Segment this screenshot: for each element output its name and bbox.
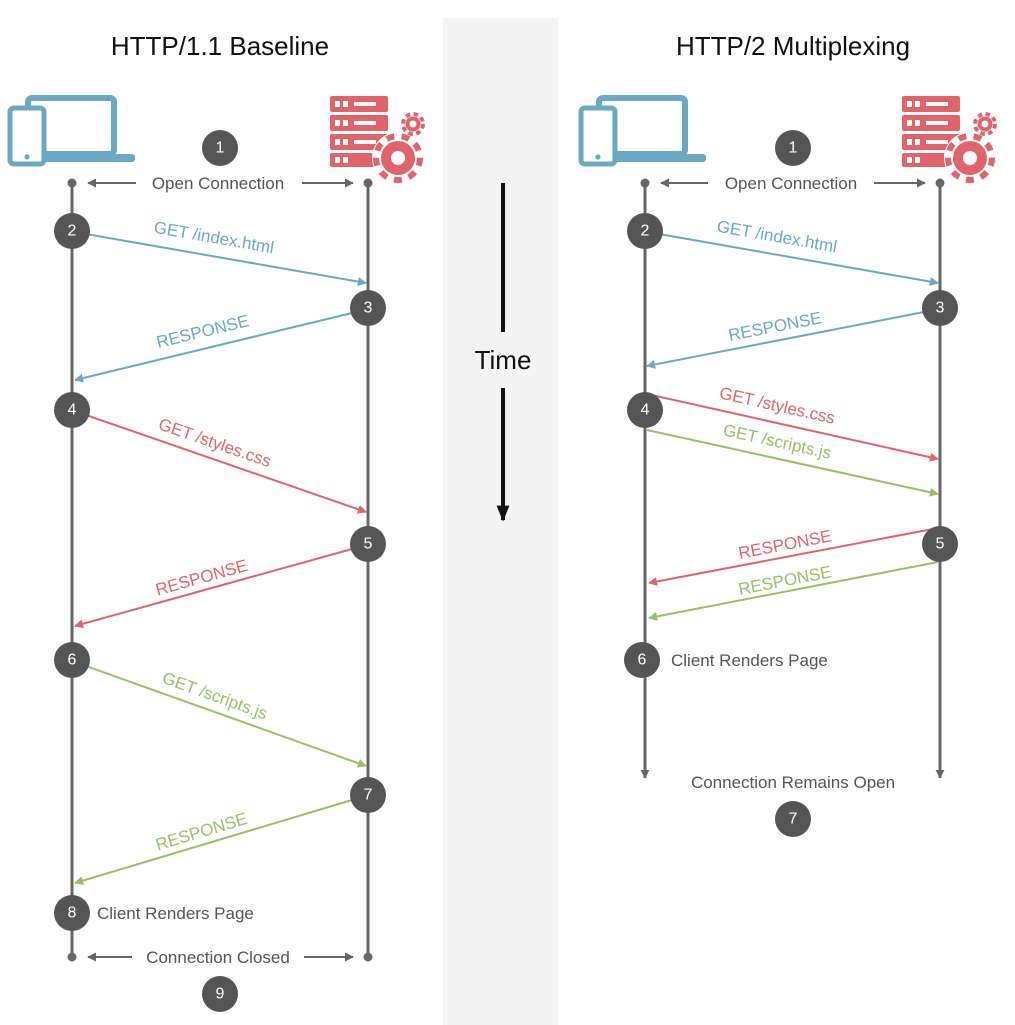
svg-text:6: 6 [68,652,77,669]
step-marker: 8 [54,895,90,931]
lifeline-dot [67,952,77,962]
server-gear-icon [902,96,997,184]
step-marker: 4 [627,392,663,428]
response-arrow [646,311,925,369]
client-renders-label: Client Renders Page [97,904,254,923]
step-marker: 2 [54,213,90,249]
http11-title: HTTP/1.1 Baseline [111,31,329,61]
response-arrow [74,548,353,629]
get-index-label: GET /index.html [715,217,838,257]
lifeline-dot [363,952,373,962]
response-label: RESPONSE [155,311,251,352]
svg-text:2: 2 [641,223,650,240]
response-label: RESPONSE [737,562,833,599]
request-arrow [85,665,367,768]
step-marker: 3 [350,290,386,326]
get-styles-label: GET /styles.css [718,384,837,428]
svg-text:4: 4 [641,402,650,419]
step-marker: 2 [627,213,663,249]
request-arrow [658,233,939,287]
get-scripts-label: GET /scripts.js [721,421,833,463]
time-band [443,18,558,1025]
response-arrow [74,799,353,885]
get-scripts-label: GET /scripts.js [160,668,270,723]
http11-panel: HTTP/1.1 Baseline Open Connection GET /i… [10,31,425,1012]
response-label: RESPONSE [727,308,823,345]
open-connection-label: Open Connection [725,174,857,193]
client-renders-label: Client Renders Page [671,651,828,670]
step-marker: 3 [922,290,958,326]
http2-title: HTTP/2 Multiplexing [676,31,910,61]
svg-text:5: 5 [364,536,373,553]
get-styles-label: GET /styles.css [156,415,273,471]
svg-text:8: 8 [68,905,77,922]
open-connection-label: Open Connection [152,174,284,193]
svg-text:3: 3 [364,300,373,317]
devices-icon [10,98,135,164]
response-label: RESPONSE [153,556,249,600]
step-marker: 6 [624,642,660,678]
time-label: Time [475,345,532,375]
svg-text:7: 7 [364,787,373,804]
request-arrow [85,233,367,287]
svg-text:2: 2 [68,223,77,240]
connection-closed-label: Connection Closed [146,948,290,967]
svg-text:7: 7 [789,811,798,828]
devices-icon [581,98,706,164]
step-marker: 9 [202,976,238,1012]
svg-text:1: 1 [216,140,225,157]
response-arrow [648,561,939,621]
step-marker: 6 [54,642,90,678]
request-arrow [646,429,939,497]
lifeline-dot [363,178,373,188]
lifeline-dot [935,178,945,188]
step-marker: 7 [775,801,811,837]
svg-text:4: 4 [68,402,77,419]
request-arrow [646,393,939,462]
step-marker: 7 [350,777,386,813]
svg-text:5: 5 [936,536,945,553]
http2-panel: HTTP/2 Multiplexing Open Connection GET … [581,31,997,837]
connection-remains-open-label: Connection Remains Open [691,773,895,792]
step-marker: 1 [202,130,238,166]
request-arrow [85,414,367,514]
svg-text:9: 9 [216,986,225,1003]
lifeline-dot [67,178,77,188]
server-gear-icon [330,96,425,184]
step-marker: 5 [922,526,958,562]
response-arrow [74,312,353,383]
lifeline-dot [640,178,650,188]
step-marker: 1 [775,130,811,166]
step-marker: 5 [350,526,386,562]
response-label: RESPONSE [153,809,249,854]
step-marker: 4 [54,392,90,428]
svg-text:3: 3 [936,300,945,317]
svg-text:6: 6 [638,652,647,669]
svg-text:1: 1 [789,140,798,157]
response-arrow [648,527,939,586]
get-index-label: GET /index.html [152,218,275,258]
